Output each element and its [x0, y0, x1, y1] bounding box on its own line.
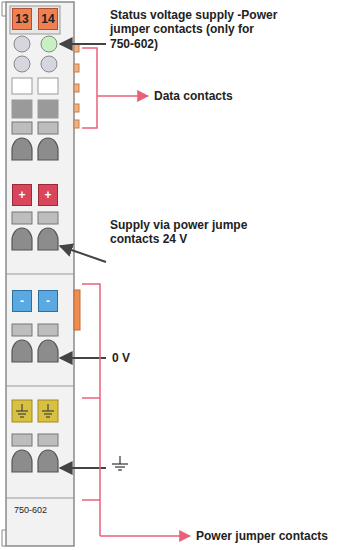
- separator: [6, 274, 74, 498]
- plus-tab: +: [12, 184, 32, 206]
- data-contacts: [74, 44, 79, 128]
- minus-tab: -: [38, 290, 58, 312]
- node-text: -: [46, 295, 50, 307]
- callout-text: Power jumper contacts: [196, 529, 356, 543]
- terminal-number: 13: [12, 8, 32, 30]
- module-housing: [2, 2, 74, 546]
- bracket: [82, 48, 190, 536]
- node-text: 13: [15, 13, 28, 25]
- minus-tab: -: [12, 290, 32, 312]
- node-text: -: [20, 295, 24, 307]
- spring-clamps: [12, 138, 58, 472]
- node-text: +: [44, 189, 51, 201]
- node-text: +: [18, 189, 25, 201]
- power-contact: [74, 290, 80, 330]
- callout-text: Supply via power jumpe contacts 24 V: [110, 218, 260, 247]
- callout-text: Status voltage supply -Power jumper cont…: [110, 8, 280, 51]
- leader-arrow: [60, 44, 106, 468]
- ground-tabs: [12, 400, 58, 422]
- callout-text: 0 V: [112, 351, 172, 365]
- terminal-number: 14: [38, 8, 58, 30]
- status-leds: [14, 36, 57, 72]
- plus-tab: +: [38, 184, 58, 206]
- marker-blocks: [12, 78, 58, 118]
- part-number: 750-602: [14, 505, 70, 516]
- ground-symbol: [112, 456, 128, 470]
- node-text: 14: [41, 13, 54, 25]
- callout-text: Data contacts: [154, 89, 294, 103]
- clamp-release: [12, 122, 58, 446]
